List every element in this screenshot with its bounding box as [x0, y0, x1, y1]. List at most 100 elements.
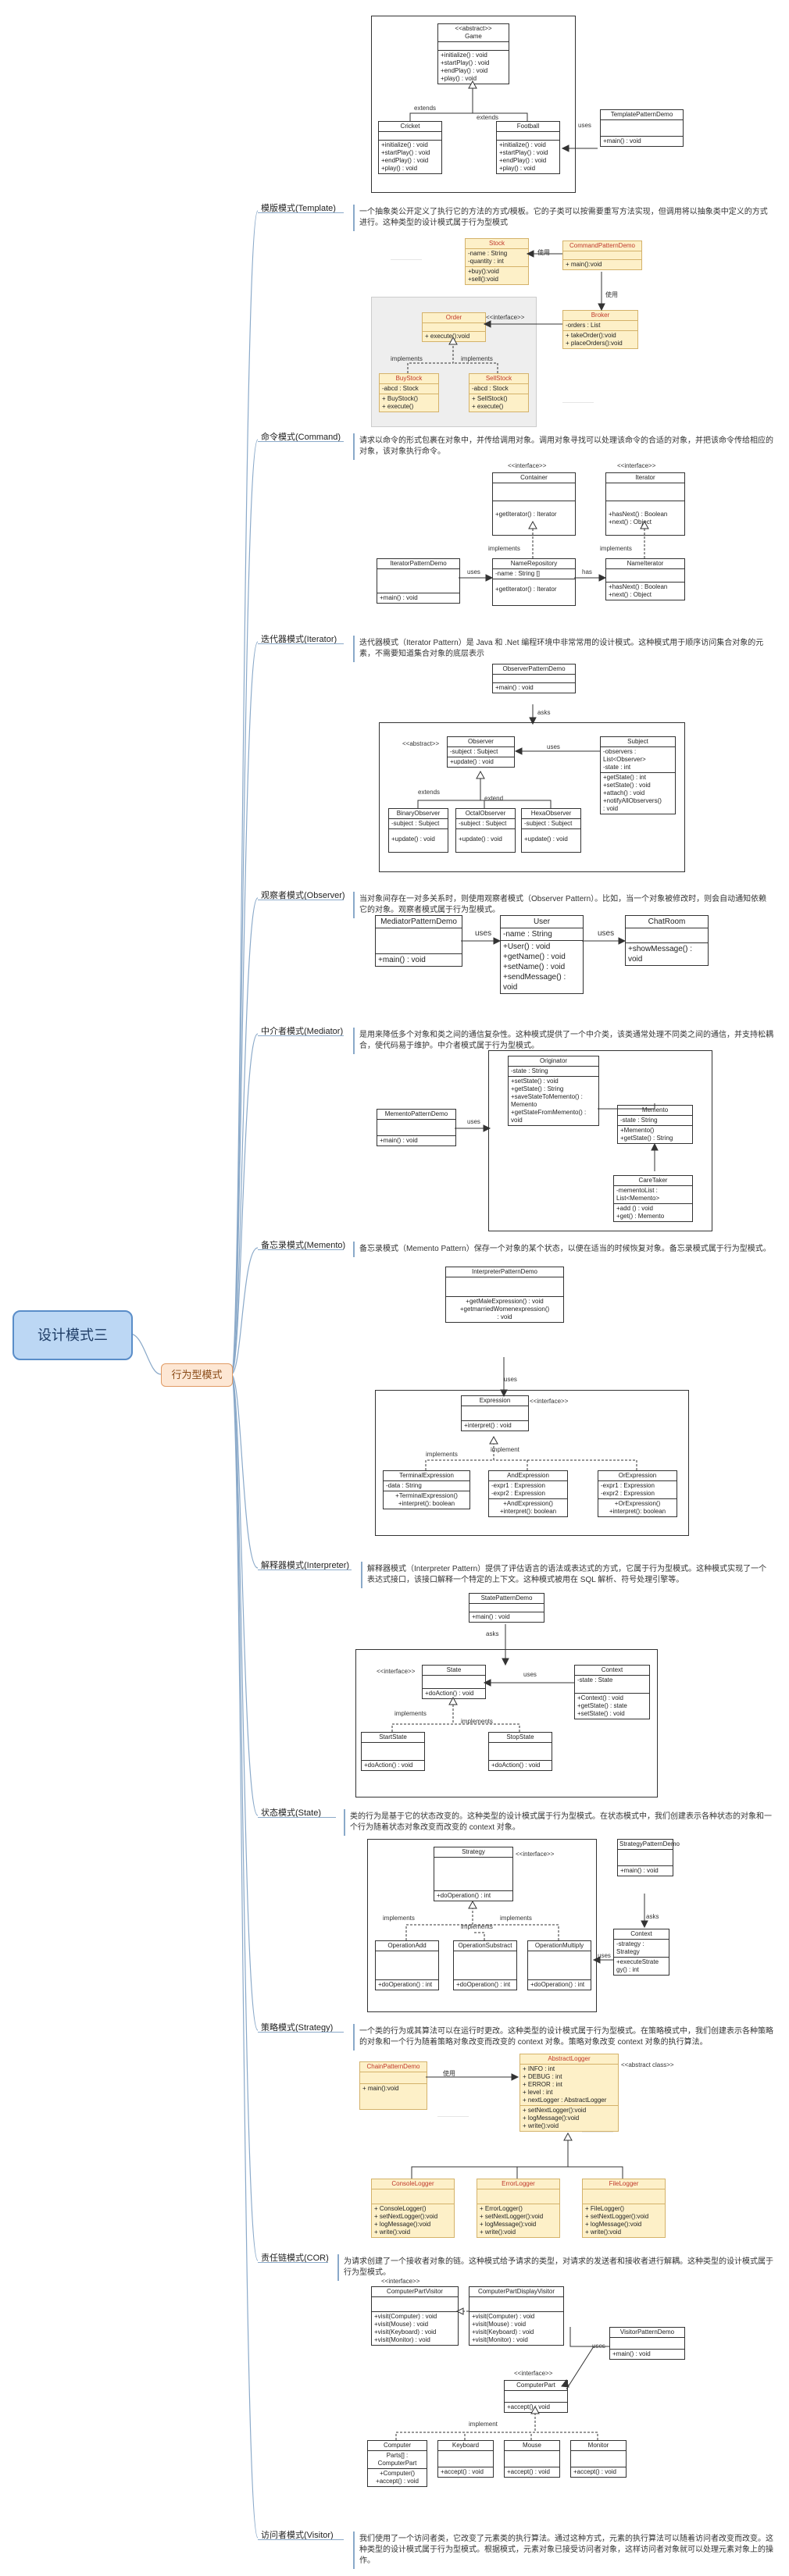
class-ops: +initialize() : void +startPlay() : void… — [381, 141, 430, 172]
class-attrs — [423, 1676, 485, 1689]
pattern-label-memento[interactable]: 备忘录模式(Memento) — [261, 1241, 346, 1250]
class-subject[interactable]: Subject -observers : List<Observer> -sta… — [600, 736, 676, 814]
class-name: Keyboard — [438, 2441, 493, 2451]
class-strategy[interactable]: Strategy +doOperation() : int — [434, 1847, 513, 1901]
class-octal-observer[interactable]: OctalObserver -subject : Subject +update… — [455, 808, 516, 853]
pattern-label-interpreter[interactable]: 解释器模式(Interpreter) — [261, 1561, 350, 1570]
class-interpreter-demo[interactable]: InterpreterPatternDemo +getMaleExpressio… — [445, 1267, 564, 1323]
class-attrs — [493, 675, 575, 683]
class-observer-demo[interactable]: ObserverPatternDemo +main() : void — [492, 664, 576, 693]
class-binary-observer[interactable]: BinaryObserver -subject : Subject +updat… — [388, 808, 448, 853]
class-ops: +OrExpression() +interpret(): boolean — [609, 1500, 666, 1515]
pattern-label-strategy[interactable]: 策略模式(Strategy) — [261, 2023, 334, 2033]
class-visitor-demo[interactable]: VisitorPatternDemo +main() : void — [609, 2327, 685, 2360]
class-computer[interactable]: Computer Parts[] : ComputerPart +Compute… — [367, 2440, 427, 2487]
class-terminal-expression[interactable]: TerminalExpression -data : String +Termi… — [383, 1470, 470, 1509]
class-attrs — [606, 569, 684, 583]
class-computer-part-display-visitor[interactable]: ComputerPartDisplayVisitor +visit(Comput… — [469, 2286, 564, 2346]
class-computer-part-visitor[interactable]: ComputerPartVisitor +visit(Computer) : v… — [371, 2286, 459, 2346]
class-or-expression[interactable]: OrExpression -expr1 : Expression -expr2 … — [598, 1470, 677, 1517]
pattern-label-chain[interactable]: 责任链模式(COR) — [261, 2254, 329, 2263]
class-attrs: -subject : Subject — [448, 747, 514, 757]
class-namerepository[interactable]: NameRepository -name : String [] +getIte… — [492, 558, 576, 606]
class-strategy-context[interactable]: Context -strategy : Strategy +executeStr… — [613, 1929, 669, 1976]
pattern-label-observer[interactable]: 观察者模式(Observer) — [261, 891, 345, 900]
class-console-logger[interactable]: ConsoleLogger + ConsoleLogger() + setNex… — [371, 2179, 455, 2238]
class-attrs — [583, 2189, 665, 2204]
class-buystock[interactable]: BuyStock -abcd : Stock + BuyStock() + ex… — [379, 373, 439, 412]
class-command-demo[interactable]: CommandPatternDemo + main():void — [562, 240, 642, 270]
pattern-desc-interpreter: 解释器模式（Interpreter Pattern）提供了评估语言的语法或表达式… — [361, 1562, 778, 1588]
class-stock[interactable]: Stock -name : String -quantity : int +bu… — [465, 238, 529, 285]
class-state[interactable]: State +doAction() : void — [422, 1665, 486, 1699]
pattern-label-mediator[interactable]: 中介者模式(Mediator) — [261, 1027, 344, 1036]
class-mouse[interactable]: Mouse +accept() : void — [504, 2440, 560, 2478]
class-expression[interactable]: Expression +interpret() : void — [461, 1395, 529, 1431]
edge-label-has: has — [582, 568, 592, 575]
class-attrs: + INFO : int + DEBUG : int + ERROR : int… — [520, 2065, 618, 2106]
branch-behavioral-patterns[interactable]: 行为型模式 — [161, 1363, 233, 1387]
class-template-demo[interactable]: TemplatePatternDemo +main() : void — [600, 109, 684, 147]
class-sellstock[interactable]: SellStock -abcd : Stock + SellStock() + … — [469, 373, 529, 412]
stereotype: <<abstract>> — [402, 740, 440, 747]
class-ops: +main() : void — [612, 2350, 651, 2357]
class-mediator-demo[interactable]: MediatorPatternDemo +main() : void — [375, 915, 462, 967]
class-hexa-observer[interactable]: HexaObserver -subject : Subject +update(… — [521, 808, 581, 853]
class-stop-state[interactable]: StopState +doAction() : void — [488, 1732, 552, 1771]
pattern-label-command[interactable]: 命令模式(Command) — [261, 433, 341, 442]
class-originator[interactable]: Originator -state : String +setState() :… — [508, 1056, 599, 1126]
root-topic[interactable]: 设计模式三 — [12, 1310, 133, 1360]
class-strategy-demo[interactable]: StrategyPatternDemo +main() : void — [617, 1839, 680, 1876]
class-operation-substract[interactable]: OperationSubstract +doOperation() : int — [453, 1940, 517, 1990]
class-name: OperationAdd — [376, 1941, 438, 1951]
class-ops: +doAction() : void — [425, 1690, 474, 1697]
class-nameiterator[interactable]: NameIterator +hasNext() : Boolean +next(… — [605, 558, 685, 600]
class-ops: +add () : void +get() : Memento — [616, 1205, 665, 1220]
class-memento[interactable]: Memento -state : String +Memento() +getS… — [617, 1105, 693, 1144]
class-file-logger[interactable]: FileLogger + FileLogger() + setNextLogge… — [582, 2179, 666, 2238]
class-keyboard[interactable]: Keyboard +accept() : void — [437, 2440, 494, 2478]
pattern-label-visitor[interactable]: 访问者模式(Visitor) — [261, 2531, 334, 2540]
mediator-uml-edges — [461, 937, 625, 945]
class-caretaker[interactable]: CareTaker -mementoList : List<Memento> +… — [613, 1175, 693, 1222]
pattern-desc-command: 请求以命令的形式包裹在对象中，并传给调用对象。调用对象寻找可以处理该命令的合适的… — [353, 433, 778, 460]
class-attrs — [377, 569, 459, 593]
class-user[interactable]: User -name : String +User() : void +getN… — [500, 915, 584, 994]
class-chain-demo[interactable]: ChainPatternDemo + main():void — [359, 2061, 427, 2110]
class-chatroom[interactable]: ChatRoom +showMessage() : void — [625, 915, 709, 966]
class-attrs — [497, 132, 559, 141]
class-attrs — [362, 1743, 424, 1761]
class-start-state[interactable]: StartState +doAction() : void — [361, 1732, 425, 1771]
class-football[interactable]: Football +initialize() : void +startPlay… — [496, 121, 560, 174]
pattern-label-iterator[interactable]: 迭代器模式(Iterator) — [261, 635, 337, 644]
class-memento-demo[interactable]: MementoPatternDemo +main() : void — [377, 1109, 456, 1146]
class-ops: + setNextLogger():void + logMessage():vo… — [523, 2107, 587, 2129]
class-name: ChainPatternDemo — [360, 2062, 427, 2072]
pattern-label-template[interactable]: 模版模式(Template) — [261, 204, 336, 213]
class-operation-add[interactable]: OperationAdd +doOperation() : int — [375, 1940, 439, 1990]
class-name: ObserverPatternDemo — [493, 664, 575, 675]
class-attrs: -name : String [] — [493, 569, 575, 579]
class-iterator-demo[interactable]: IteratorPatternDemo +main() : void — [377, 558, 460, 604]
class-and-expression[interactable]: AndExpression -expr1 : Expression -expr2… — [488, 1470, 568, 1517]
class-broker[interactable]: Broker -orders : List + takeOrder():void… — [562, 310, 638, 349]
class-name: Context — [614, 1929, 669, 1940]
class-monitor[interactable]: Monitor +accept() : void — [570, 2440, 627, 2478]
class-name: FileLogger — [583, 2179, 665, 2189]
class-operation-multiply[interactable]: OperationMultiply +doOperation() : int — [527, 1940, 591, 1990]
class-state-context[interactable]: Context -state : State +Context() : void… — [574, 1665, 650, 1719]
faint-line — [391, 259, 422, 260]
class-cricket[interactable]: Cricket +initialize() : void +startPlay(… — [378, 121, 442, 174]
class-ops: +update() : void — [450, 758, 494, 765]
edge-label-use: 使用 — [443, 2070, 455, 2077]
class-observer[interactable]: Observer -subject : Subject +update() : … — [447, 736, 515, 768]
class-game[interactable]: <<abstract>>Game +initialize() : void +s… — [437, 23, 509, 84]
class-state-demo[interactable]: StatePatternDemo +main() : void — [469, 1593, 544, 1623]
pattern-desc-iterator: 迭代器模式（Iterator Pattern）是 Java 和 .Net 编程环… — [353, 636, 778, 662]
class-abstract-logger[interactable]: AbstractLogger + INFO : int + DEBUG : in… — [519, 2054, 619, 2132]
class-attrs — [377, 1120, 455, 1136]
strategy-uml-edges — [405, 1894, 648, 1964]
pattern-label-state[interactable]: 状态模式(State) — [261, 1808, 322, 1818]
class-attrs: -expr1 : Expression -expr2 : Expression — [598, 1481, 677, 1499]
class-error-logger[interactable]: ErrorLogger + ErrorLogger() + setNextLog… — [477, 2179, 560, 2238]
